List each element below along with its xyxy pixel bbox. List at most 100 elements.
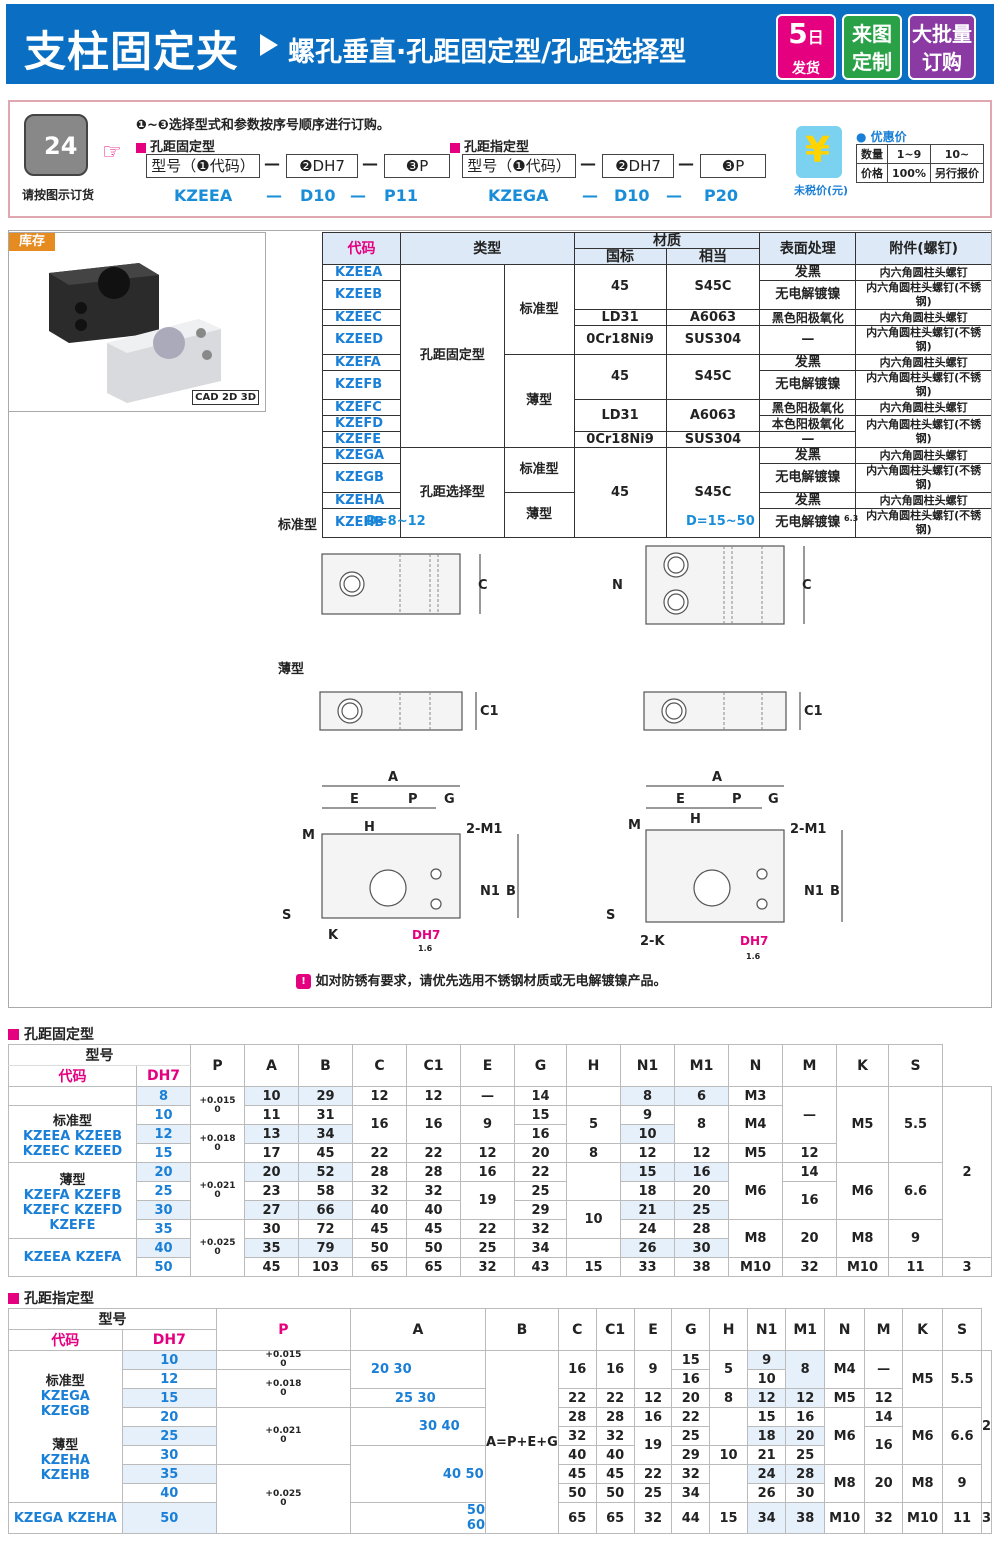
dim-n1-2: N1	[804, 884, 824, 899]
table1-title: 孔距固定型	[8, 1024, 94, 1044]
p-value: 30	[244, 1219, 299, 1239]
b-value: 65	[352, 1257, 407, 1277]
m1-value: M4	[824, 1350, 866, 1389]
n1-value: 20	[785, 1426, 826, 1446]
header-p: P	[190, 1044, 245, 1087]
header-k: K	[836, 1044, 889, 1087]
select-d: D10	[614, 186, 650, 205]
e-value: 43	[514, 1257, 567, 1277]
m1-value: M5	[728, 1143, 783, 1163]
c-value: 50	[406, 1238, 461, 1258]
c1-value: 22	[633, 1464, 673, 1484]
m1-value: M5	[824, 1388, 866, 1408]
dim-dh7-2: DH7	[740, 934, 769, 948]
h-value: 15	[620, 1162, 675, 1182]
e-value: 34	[514, 1238, 567, 1258]
h-value: 24	[746, 1464, 787, 1484]
fixed-title: 孔距固定型	[136, 136, 215, 155]
c-value: 22	[406, 1143, 461, 1163]
dim-h-2: H	[690, 812, 701, 827]
header-c1: C1	[406, 1044, 461, 1087]
n1-value: 12	[674, 1143, 729, 1163]
select-title: 孔距指定型	[450, 136, 529, 155]
dim-k-1: K	[328, 928, 339, 943]
page-subtitle: 螺孔垂直·孔距固定型/孔距选择型	[288, 37, 687, 68]
k-value: 6.6	[888, 1162, 943, 1220]
n1-value: 25	[785, 1445, 826, 1465]
header-model: 型号	[8, 1308, 217, 1330]
c1-value: 12	[633, 1388, 673, 1408]
c1-value: 12	[460, 1143, 515, 1163]
n-value: 12	[864, 1388, 903, 1408]
e-value: 15	[514, 1105, 567, 1125]
badge-bulk: 大批量订购	[908, 14, 976, 80]
p-value: 27	[244, 1200, 299, 1220]
header-e: E	[460, 1044, 515, 1087]
dim-b-2: B	[830, 884, 840, 899]
e-value: 25	[671, 1426, 711, 1446]
dim-g-1: G	[444, 792, 455, 807]
dim-m1-2: 2-M1	[790, 822, 827, 837]
k-value: 11	[888, 1257, 943, 1277]
header-g: G	[671, 1308, 711, 1351]
k-value: 11	[942, 1502, 982, 1534]
header-c: C	[352, 1044, 407, 1087]
c-value: 32	[595, 1426, 635, 1446]
p-value: 20	[244, 1162, 299, 1182]
e-value: 22	[514, 1162, 567, 1182]
c-value: 32	[406, 1181, 461, 1201]
h-value: 26	[746, 1483, 787, 1503]
s-value: 3	[942, 1257, 992, 1277]
dim-b-1: B	[506, 884, 516, 899]
e-value: 20	[514, 1143, 567, 1163]
h-value: 21	[620, 1200, 675, 1220]
g-value	[566, 1238, 621, 1258]
header-banner: 支柱固定夹 螺孔垂直·孔距固定型/孔距选择型 5日发货 来图定制 大批量订购	[6, 4, 994, 84]
header-a: A	[244, 1044, 299, 1087]
m-value: M6	[836, 1162, 889, 1220]
n-value: 32	[782, 1257, 837, 1277]
e-value: 29	[514, 1200, 567, 1220]
g-value: 8	[566, 1143, 621, 1163]
fixed-d: D10	[300, 186, 336, 205]
phone-24h-icon: 24	[24, 114, 88, 176]
m-value: M5	[836, 1086, 889, 1163]
box-p: ❸P	[384, 154, 450, 178]
n1-value: 16	[785, 1407, 826, 1427]
n1-value: 30	[785, 1483, 826, 1503]
p-value: 35	[244, 1238, 299, 1258]
g-value	[566, 1162, 621, 1201]
p-value: 10	[244, 1086, 299, 1106]
fixed-p: P11	[384, 186, 418, 205]
c1-value: 22	[460, 1219, 515, 1239]
stock-badge: 库存	[9, 233, 55, 251]
n-value: 20	[864, 1464, 903, 1503]
b-value: 28	[557, 1407, 597, 1427]
m-value: M10	[836, 1257, 889, 1277]
c-value: 16	[406, 1105, 461, 1144]
d-value: 10	[136, 1105, 191, 1125]
n1-value: 8	[785, 1350, 826, 1389]
header-code: 代码	[8, 1065, 137, 1087]
d-value: 35	[121, 1464, 217, 1484]
g-value: 10	[709, 1445, 748, 1465]
group-last: KZEEA KZEFA	[8, 1238, 137, 1277]
dim-c-2: C	[802, 578, 812, 593]
g-value	[566, 1086, 621, 1106]
header-b: B	[485, 1308, 559, 1351]
e-value: 20	[671, 1388, 711, 1408]
dim-a-2: A	[712, 770, 723, 785]
d-value: 30	[136, 1200, 191, 1220]
c-value: 50	[595, 1483, 635, 1503]
n-value: 20	[782, 1219, 837, 1258]
cad-badge: CAD 2D 3D	[192, 390, 259, 405]
e-value: 32	[514, 1219, 567, 1239]
a-value: 52	[298, 1162, 353, 1182]
rust-note: ! 如对防锈有要求，请优先选用不锈钢材质或无电解镀镍产品。	[296, 970, 667, 989]
select-code: KZEGA	[488, 186, 549, 205]
pointing-hand-icon: ☞	[102, 140, 122, 165]
g-value: 5	[566, 1105, 621, 1144]
a-value: 29	[298, 1086, 353, 1106]
